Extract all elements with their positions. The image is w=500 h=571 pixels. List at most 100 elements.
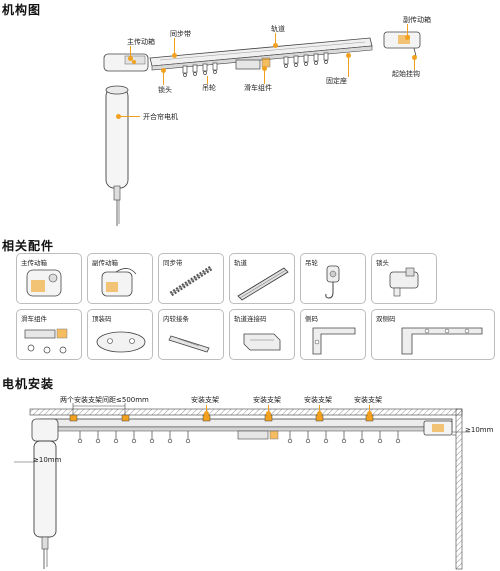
marker-bracket-3 <box>317 411 322 416</box>
label-track: 轨道 <box>271 25 285 33</box>
part-label: 吊轮 <box>305 259 318 267</box>
leader-bracket-4 <box>369 405 370 415</box>
part-card-inner-hinge-strip: 内较接条 <box>158 309 224 360</box>
part-label: 副传动箱 <box>92 259 118 267</box>
leader-main-gearbox <box>130 46 131 58</box>
marker-main-gearbox <box>128 56 133 61</box>
leader-carriage <box>264 68 265 84</box>
marker-track <box>273 43 278 48</box>
leader-start-hook <box>414 57 415 70</box>
section-title-installation: 电机安装 <box>2 377 55 391</box>
sync-belt-icon <box>169 265 213 297</box>
leader-bracket-3 <box>319 405 320 415</box>
right-wall-drawing <box>455 408 463 570</box>
install-carriage-drawing <box>237 430 279 440</box>
track-drawing <box>149 37 373 71</box>
part-label: 顶装码 <box>92 315 112 323</box>
track-connector-icon <box>243 333 281 351</box>
install-track-drawing <box>39 418 453 432</box>
part-card-track: 轨道 <box>229 253 295 304</box>
marker-lock-head <box>161 68 166 73</box>
part-card-carriage: 滑车组件 <box>16 309 82 360</box>
leader-pulley <box>207 76 208 84</box>
label-bracket-1: 安装支架 <box>191 396 219 404</box>
secondary-gearbox-drawing <box>383 31 421 57</box>
leader-lock-head <box>163 70 164 85</box>
label-carriage: 滑车组件 <box>244 84 272 92</box>
label-bracket-spacing: 两个安装支架间距≤500mm <box>60 396 149 404</box>
label-clearance-right: ≥10mm <box>465 426 494 434</box>
leader-motor <box>118 116 140 117</box>
part-label: 内较接条 <box>163 315 189 323</box>
marker-secondary-gearbox <box>405 35 410 40</box>
lock-head-icon <box>389 267 419 297</box>
ceiling-drawing <box>29 408 463 416</box>
marker-bracket-4 <box>367 411 372 416</box>
part-label: 主传动箱 <box>21 259 47 267</box>
label-bracket-4: 安装支架 <box>354 396 382 404</box>
label-sync-belt: 同步带 <box>170 30 191 38</box>
part-card-top-bracket: 顶装码 <box>87 309 153 360</box>
leader-track <box>275 33 276 45</box>
marker-start-hook <box>412 55 417 60</box>
part-label: 轨道连接码 <box>234 315 267 323</box>
installation-diagram <box>14 403 470 570</box>
leader-fixed-seat <box>348 55 349 77</box>
part-label: 轨道 <box>234 259 247 267</box>
secondary-gearbox-icon <box>101 268 137 297</box>
install-runners-drawing <box>77 431 401 444</box>
pulleys-drawing <box>182 52 329 77</box>
part-card-main-gearbox: 主传动箱 <box>16 253 82 304</box>
label-bracket-3: 安装支架 <box>304 396 332 404</box>
spacing-dimension <box>72 403 126 415</box>
label-bracket-2: 安装支架 <box>253 396 281 404</box>
right-clearance-dimension <box>452 431 470 436</box>
marker-sync-belt <box>172 53 177 58</box>
main-gearbox-drawing <box>103 53 149 72</box>
marker-fixed-seat <box>346 53 351 58</box>
top-bracket-icon <box>96 331 146 353</box>
carriage-icon <box>24 328 68 354</box>
main-gearbox-icon <box>26 269 62 297</box>
marker-motor <box>116 114 121 119</box>
label-start-hook: 起始挂钩 <box>392 70 420 78</box>
double-side-bracket-icon <box>401 327 483 355</box>
label-secondary-gearbox: 副传动箱 <box>403 16 431 24</box>
label-main-gearbox: 主传动箱 <box>127 38 155 46</box>
carriage-drawing <box>235 57 271 70</box>
side-bracket-icon <box>312 327 356 355</box>
part-card-side-bracket: 侧码 <box>300 309 366 360</box>
section-title-accessories: 相关配件 <box>2 239 55 253</box>
leader-sync-belt <box>174 38 175 54</box>
part-card-secondary-gearbox: 副传动箱 <box>87 253 153 304</box>
track-icon <box>237 267 289 301</box>
part-card-lock-head: 锁头 <box>371 253 437 304</box>
label-motor: 开合帘电机 <box>143 113 178 121</box>
leader-secondary-gearbox <box>407 24 408 36</box>
part-label: 滑车组件 <box>21 315 47 323</box>
label-lock-head: 锁头 <box>158 86 172 94</box>
part-label: 锁头 <box>376 259 389 267</box>
install-secondary-gearbox-drawing <box>423 420 453 436</box>
marker-bracket-2 <box>266 411 271 416</box>
structure-diagram <box>103 31 421 226</box>
part-card-sync-belt: 同步带 <box>158 253 224 304</box>
label-fixed-seat: 固定座 <box>326 77 347 85</box>
part-card-double-side-bracket: 双侧码 <box>371 309 495 360</box>
part-card-track-connector: 轨道连接码 <box>229 309 295 360</box>
label-clearance-left: ≥10mm <box>33 456 62 464</box>
part-label: 同步带 <box>163 259 183 267</box>
marker-carriage <box>262 66 267 71</box>
inner-hinge-strip-icon <box>168 335 210 353</box>
section-title-structure: 机构图 <box>2 3 42 17</box>
install-motor-drawing <box>31 418 59 569</box>
motor-drawing <box>105 85 129 226</box>
part-card-pulley: 吊轮 <box>300 253 366 304</box>
leader-bracket-1 <box>206 405 207 415</box>
marker-bracket-1 <box>204 411 209 416</box>
part-label: 双侧码 <box>376 315 396 323</box>
part-label: 侧码 <box>305 315 318 323</box>
label-pulley: 吊轮 <box>202 84 216 92</box>
leader-bracket-2 <box>268 405 269 415</box>
pulley-icon <box>325 265 340 299</box>
